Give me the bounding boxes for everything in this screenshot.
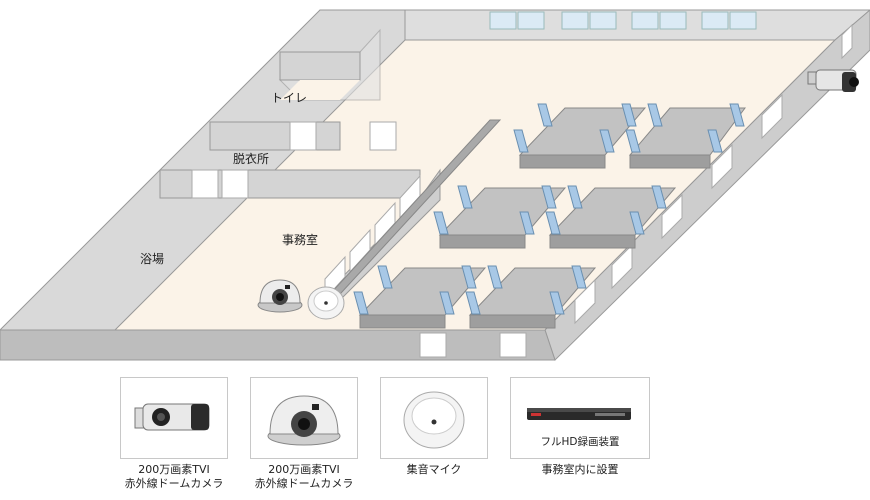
right-windows — [574, 23, 853, 325]
caption-microphone: 集音マイク — [364, 463, 504, 477]
room-label-toilet: トイレ — [271, 91, 308, 105]
room-label-changing-room: 脱衣所 — [233, 152, 270, 166]
room-label-office: 事務室 — [282, 233, 319, 247]
recorder-label: フルHD録画装置 — [540, 436, 620, 448]
recorder-icon — [527, 408, 631, 420]
device-card-recorder: フルHD録画装置 — [510, 377, 650, 459]
front-windows — [419, 332, 527, 358]
device-card-bullet-camera — [120, 377, 228, 459]
front-wall — [0, 329, 556, 361]
dome-camera-icon — [257, 279, 303, 313]
changing-room-walls — [209, 121, 341, 151]
toilet-walls — [279, 51, 361, 81]
microphone-icon — [403, 391, 465, 449]
microphone-icon — [307, 286, 345, 320]
partition-doors — [191, 121, 397, 199]
caption-line: 集音マイク — [406, 463, 462, 476]
back-windows — [489, 11, 757, 30]
caption-line: 200万画素TVI — [138, 463, 210, 476]
caption-line: 200万画素TVI — [268, 463, 340, 476]
dome-camera-icon — [267, 395, 341, 446]
chairs — [353, 103, 745, 315]
bullet-camera-icon — [134, 403, 210, 431]
device-card-microphone — [380, 377, 488, 459]
room-label-bath: 浴場 — [140, 252, 165, 266]
device-card-dome-camera — [250, 377, 358, 459]
caption-bullet-camera: 200万画素TVI 赤外線ドームカメラ — [104, 463, 244, 491]
toilet-floor — [280, 80, 360, 100]
caption-dome-camera: 200万画素TVI 赤外線ドームカメラ — [234, 463, 374, 491]
caption-recorder: 事務室内に設置 — [510, 463, 650, 477]
caption-line: 赤外線ドームカメラ — [124, 477, 224, 490]
caption-line: 事務室内に設置 — [541, 463, 619, 476]
bullet-camera-icon — [807, 69, 859, 92]
caption-line: 赤外線ドームカメラ — [254, 477, 354, 490]
tables — [358, 107, 746, 329]
floor-plan — [0, 9, 870, 361]
